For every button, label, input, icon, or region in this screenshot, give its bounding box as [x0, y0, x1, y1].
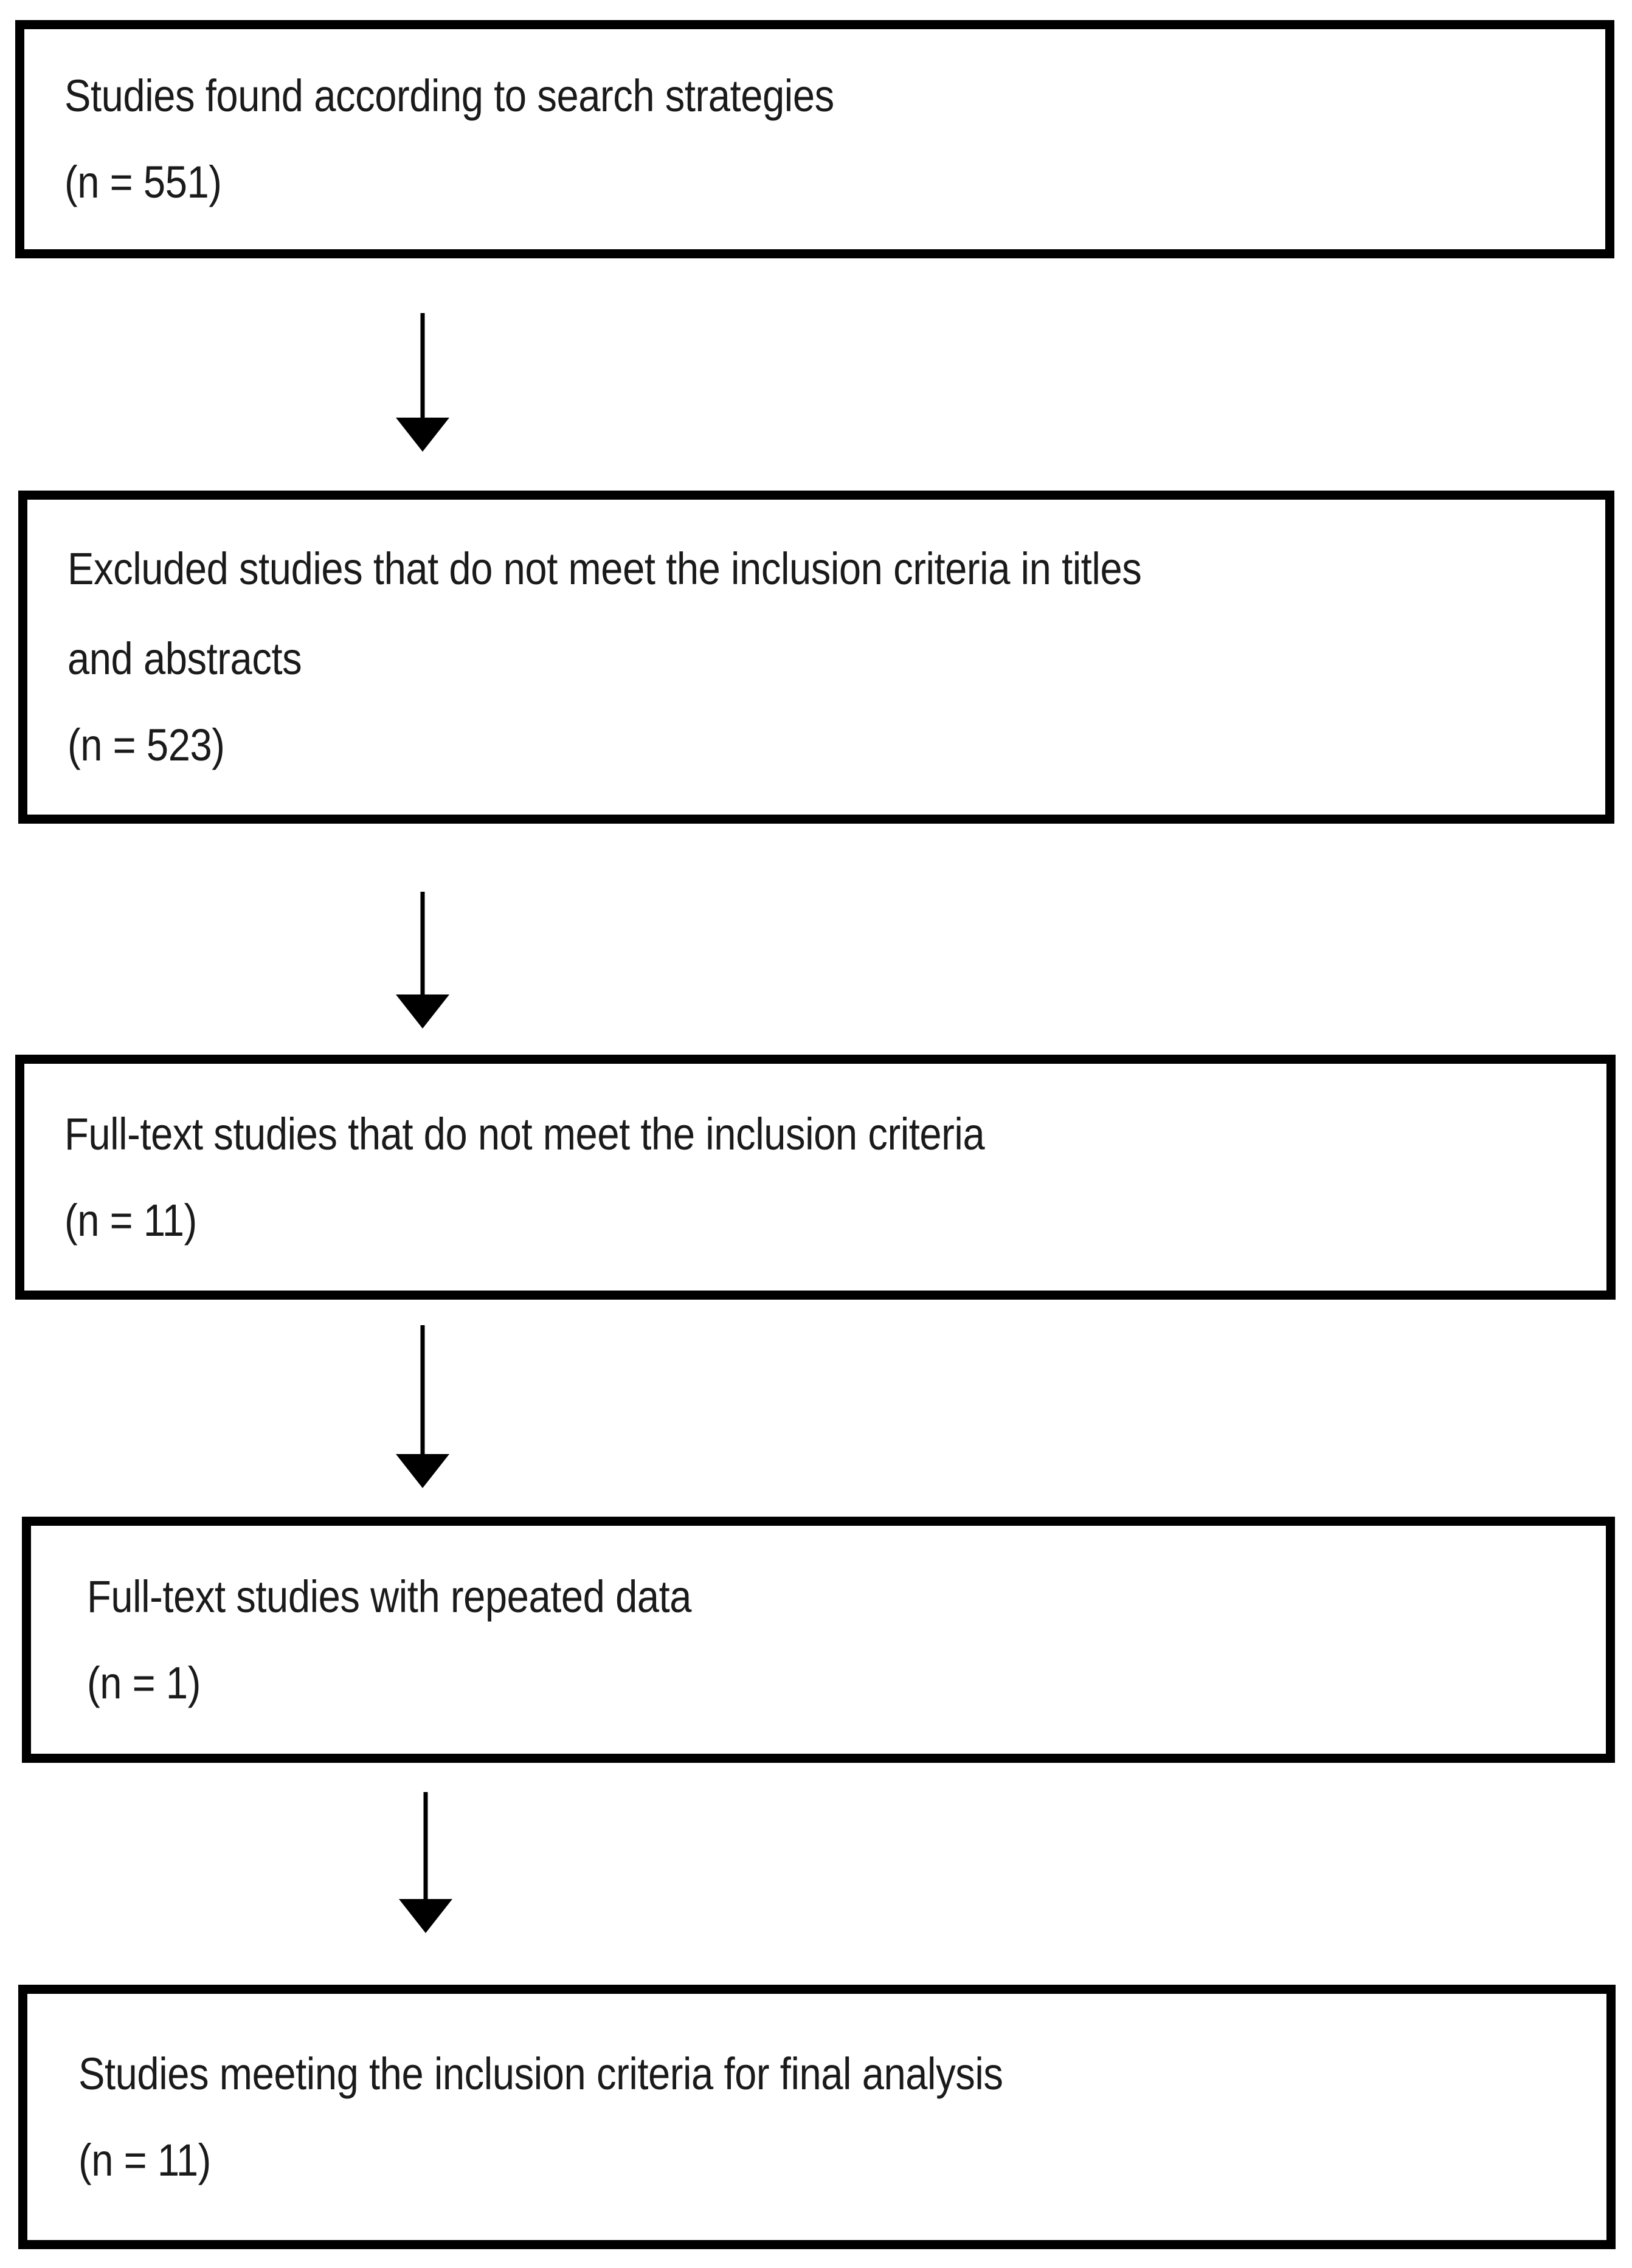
arrow-shaft — [423, 1792, 428, 1899]
arrow-head — [396, 418, 449, 452]
arrow-head — [396, 1454, 449, 1488]
down-arrow-icon — [396, 313, 449, 452]
node-text-line: Excluded studies that do not meet the in… — [67, 543, 1142, 594]
down-arrow-icon — [396, 1325, 449, 1488]
arrow-shaft — [420, 892, 425, 994]
node-count-label: (n = 11) — [64, 1194, 197, 1246]
flowchart-node-fulltext-not-meeting-criteria: Full-text studies that do not meet the i… — [15, 1055, 1616, 1300]
node-count-label: (n = 523) — [67, 720, 225, 770]
down-arrow-icon — [399, 1792, 452, 1933]
flowchart-node-studies-final-analysis: Studies meeting the inclusion criteria f… — [18, 1985, 1616, 2249]
node-count-label: (n = 1) — [87, 1657, 201, 1708]
node-text-line: Full-text studies that do not meet the i… — [64, 1108, 985, 1159]
node-text-line: Studies found according to search strate… — [64, 71, 834, 121]
arrow-head — [396, 994, 449, 1029]
arrow-shaft — [420, 1325, 425, 1454]
node-text-line: Studies meeting the inclusion criteria f… — [78, 2048, 1003, 2099]
arrow-shaft — [420, 313, 425, 418]
flowchart-node-fulltext-repeated-data: Full-text studies with repeated data (n … — [22, 1517, 1615, 1763]
node-text-line: Full-text studies with repeated data — [87, 1571, 692, 1622]
flowchart-node-studies-found: Studies found according to search strate… — [15, 20, 1614, 258]
down-arrow-icon — [396, 892, 449, 1029]
node-count-label: (n = 11) — [78, 2134, 211, 2185]
arrow-head — [399, 1899, 452, 1933]
node-count-label: (n = 551) — [64, 157, 222, 207]
node-text-line: and abstracts — [67, 633, 302, 684]
flowchart-node-excluded-titles-abstracts: Excluded studies that do not meet the in… — [18, 491, 1614, 824]
